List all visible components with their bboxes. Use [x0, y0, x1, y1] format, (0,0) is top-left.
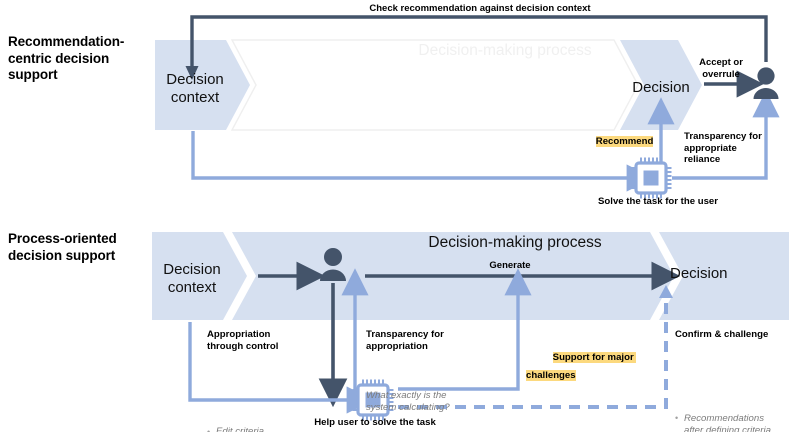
- top-transparency-arrow: [672, 90, 780, 180]
- block-transparency-for-appropriation: Transparency for appropriation What exac…: [366, 293, 466, 432]
- block-heading: Appropriation through control: [207, 329, 279, 352]
- block-heading: Support for major challenges: [526, 352, 637, 381]
- block-heading: Confirm & challenge: [675, 329, 769, 340]
- bottom-chevron-decision: [659, 232, 789, 320]
- top-chevron-label-decision: Decision: [632, 79, 690, 96]
- top-chevron-process-empty: [230, 39, 639, 131]
- top-label-transparency-reliance: Transparency for appropriate reliance: [684, 131, 765, 166]
- bottom-band-title: Decision-making process: [428, 234, 602, 251]
- top-label-recommend-wrap: Recommend: [578, 113, 654, 167]
- bottom-support-arrow: [398, 268, 532, 391]
- row-title-process-oriented: Process-oriented decision support: [8, 231, 121, 263]
- block-appropriation-through-control: Appropriation through control Edit crite…: [207, 293, 309, 432]
- bottom-label-generate: Generate: [489, 260, 531, 271]
- row-title-recommendation-centric: Recommendation-centric decision support: [8, 34, 125, 82]
- bottom-person-icon: [320, 248, 346, 281]
- top-band-title: Decision-making process: [418, 42, 592, 59]
- top-label-recommend: Recommend: [595, 136, 654, 147]
- block-bullet-list: Recommendations after defining criteria …: [675, 377, 783, 432]
- block-support-for-major-challenges: Support for major challenges Quick overv…: [526, 293, 638, 432]
- top-system-input-arrow: [191, 131, 654, 192]
- bottom-label-help-user: Help user to solve the task: [314, 417, 436, 428]
- top-chip-icon: [630, 157, 672, 199]
- block-heading-wrap: Support for major challenges: [526, 329, 638, 401]
- top-chevron-label-decision-context: Decision context: [166, 71, 228, 106]
- list-item: Recommendations after defining criteria: [675, 412, 783, 432]
- bottom-chevron-label-decision-context: Decision context: [163, 261, 225, 296]
- top-chevron-decision: [620, 40, 702, 130]
- block-confirm-and-challenge: Confirm & challenge Recommendations afte…: [675, 293, 783, 432]
- top-label-check-recommendation: Check recommendation against decision co…: [369, 3, 591, 14]
- top-person-icon: [753, 67, 779, 99]
- top-label-solve-task-for-user: Solve the task for the user: [598, 196, 718, 207]
- bottom-confirm-challenge-dashed-arrow: [398, 285, 673, 409]
- top-chevron-decision-context: [155, 40, 250, 130]
- list-item: Edit criteria: [207, 426, 309, 432]
- top-feedback-loop-arrow: [185, 15, 768, 80]
- bottom-system-input-arrow: [188, 322, 374, 414]
- block-bullet-list: Edit criteria Pin, add & hide airports C…: [207, 390, 309, 432]
- block-heading: Transparency for appropriation: [366, 329, 447, 352]
- bottom-chip-icon: [352, 379, 394, 421]
- block-body: What exactly is the system calculating?: [366, 390, 450, 414]
- top-label-accept-or-overrule: Accept or overrule: [699, 57, 746, 80]
- bottom-chevron-decision-context: [152, 232, 247, 320]
- bottom-chevron-label-decision: Decision: [670, 265, 728, 282]
